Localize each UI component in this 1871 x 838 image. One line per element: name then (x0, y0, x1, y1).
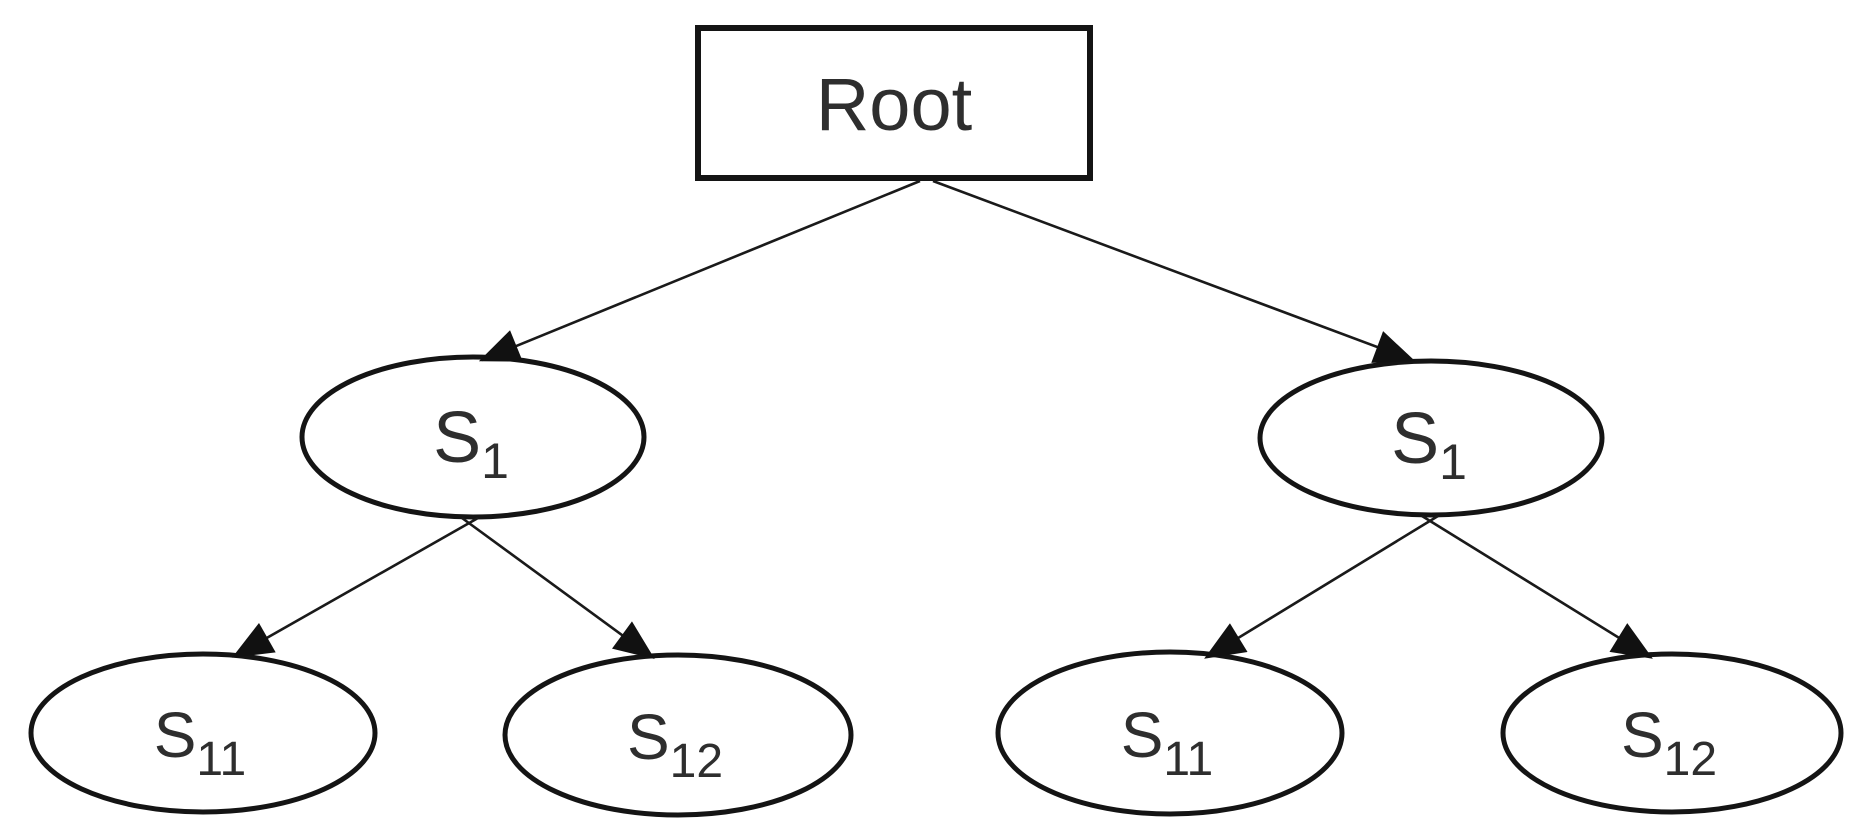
node-s12-left-label: S12 (627, 701, 723, 788)
node-root (695, 25, 1093, 181)
edge-s1-right-to-s12-right (1421, 514, 1653, 659)
node-s11-right-label: S11 (1121, 699, 1214, 786)
edge-s1-left-to-s11-left (232, 516, 479, 658)
edge-s1-right-to-s11-right (1204, 514, 1439, 659)
node-s1-right (1257, 358, 1605, 518)
edge-root-to-s1-left (478, 179, 921, 362)
node-s11-right (995, 649, 1345, 817)
node-s11-left-label: S11 (154, 699, 247, 786)
node-s1-right-label: S1 (1391, 399, 1467, 490)
node-s1-left-label: S1 (433, 398, 509, 489)
node-s1-left (299, 354, 647, 520)
node-s12-right-label-base: S (1621, 699, 1664, 771)
node-s11-left-label-subscript: 11 (196, 733, 246, 786)
node-s11-left (28, 651, 378, 815)
node-s12-left-label-base: S (627, 701, 670, 773)
node-s11-right-label-base: S (1121, 699, 1164, 771)
edge-root-to-s1-right (932, 179, 1416, 363)
node-s1-right-label-subscript: 1 (1439, 434, 1467, 490)
node-s11-right-label-subscript: 11 (1163, 733, 1213, 786)
node-s12-left (502, 652, 854, 818)
node-s1-left-label-subscript: 1 (481, 433, 509, 489)
node-s12-left-label-subscript: 12 (670, 735, 723, 788)
node-s12-right-label: S12 (1621, 699, 1717, 786)
node-s11-left-label-base: S (154, 699, 197, 771)
node-s1-right-label-base: S (1391, 399, 1439, 479)
node-root-label: Root (816, 63, 973, 146)
edge-s1-left-to-s12-left (461, 516, 655, 659)
node-s12-right-label-subscript: 12 (1664, 733, 1717, 786)
node-s12-right (1500, 651, 1844, 815)
node-s1-left-label-base: S (433, 398, 481, 478)
